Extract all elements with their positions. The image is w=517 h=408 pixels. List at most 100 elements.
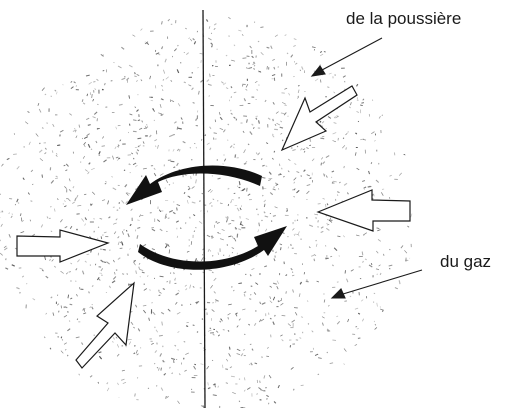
speckle — [159, 353, 162, 357]
speckle — [325, 175, 328, 178]
speckle — [235, 313, 238, 317]
speckle — [177, 127, 182, 130]
speckle — [269, 296, 272, 300]
speckle — [238, 282, 242, 285]
speckle — [89, 203, 93, 206]
speckle — [201, 138, 203, 141]
speckle — [280, 120, 283, 123]
speckle — [112, 276, 117, 280]
speckle — [342, 235, 346, 238]
speckle — [129, 283, 132, 286]
speckle — [326, 203, 329, 206]
speckle — [329, 362, 334, 365]
speckle — [364, 258, 367, 261]
speckle — [321, 121, 325, 124]
speckle — [50, 206, 52, 208]
speckle — [261, 194, 264, 197]
speckle — [370, 131, 375, 135]
speckle — [116, 209, 119, 211]
speckle — [290, 54, 294, 58]
speckle — [193, 230, 196, 233]
speckle — [328, 219, 333, 223]
speckle — [313, 253, 317, 257]
speckle — [75, 135, 78, 139]
speckle — [157, 219, 161, 222]
speckle — [92, 116, 96, 119]
speckle — [378, 115, 381, 119]
speckle — [400, 245, 404, 249]
speckle — [158, 289, 160, 292]
speckle — [129, 113, 133, 116]
speckle — [188, 37, 190, 39]
speckle — [306, 184, 311, 187]
speckle — [205, 19, 209, 22]
speckle — [207, 37, 212, 41]
speckle — [244, 333, 246, 336]
speckle — [379, 272, 382, 276]
speckle — [151, 248, 155, 251]
speckle — [315, 243, 318, 247]
speckle — [370, 162, 373, 165]
speckle — [323, 51, 326, 53]
speckle — [54, 208, 56, 212]
speckle — [85, 117, 90, 121]
speckle — [135, 151, 138, 155]
speckle — [115, 218, 118, 221]
speckle — [138, 144, 142, 147]
speckle — [302, 148, 306, 151]
speckle — [333, 122, 337, 124]
speckle — [230, 109, 232, 112]
speckle — [151, 228, 156, 232]
speckle — [231, 199, 235, 201]
speckle — [321, 157, 324, 160]
speckle — [281, 167, 283, 170]
speckle — [38, 149, 43, 153]
speckle — [210, 45, 213, 48]
speckle — [346, 192, 349, 195]
speckle — [153, 172, 157, 177]
speckle — [5, 267, 9, 270]
speckle — [161, 84, 163, 87]
speckle — [89, 306, 92, 309]
speckle — [175, 292, 179, 296]
speckle — [70, 80, 73, 83]
speckle — [64, 200, 66, 202]
speckle — [211, 175, 214, 177]
speckle — [236, 207, 240, 212]
speckle — [108, 285, 112, 289]
speckle — [174, 344, 177, 347]
speckle — [125, 229, 128, 232]
speckle — [250, 362, 253, 366]
speckle — [193, 214, 196, 217]
speckle — [68, 189, 72, 192]
speckle — [88, 81, 92, 85]
speckle — [139, 268, 144, 272]
speckle — [227, 123, 230, 126]
speckle — [356, 111, 359, 113]
speckle — [158, 334, 163, 337]
speckle — [276, 122, 281, 126]
speckle — [30, 169, 34, 173]
speckle — [234, 154, 237, 158]
speckle — [174, 277, 176, 280]
speckle — [171, 100, 175, 103]
speckle — [217, 385, 219, 388]
speckle — [280, 334, 283, 337]
speckle — [171, 357, 176, 361]
speckle — [139, 214, 141, 218]
speckle — [142, 141, 145, 144]
speckle — [192, 286, 195, 288]
speckle — [245, 83, 249, 88]
speckle — [88, 162, 91, 165]
speckle — [326, 222, 328, 225]
speckle — [186, 321, 189, 324]
speckle — [32, 298, 36, 301]
speckle — [306, 300, 309, 302]
speckle — [88, 291, 90, 294]
speckle — [84, 223, 86, 226]
speckle — [376, 273, 378, 275]
inflow-arrow-icon — [280, 85, 358, 152]
speckle — [112, 187, 117, 191]
speckle — [256, 393, 258, 395]
speckle — [246, 67, 248, 69]
